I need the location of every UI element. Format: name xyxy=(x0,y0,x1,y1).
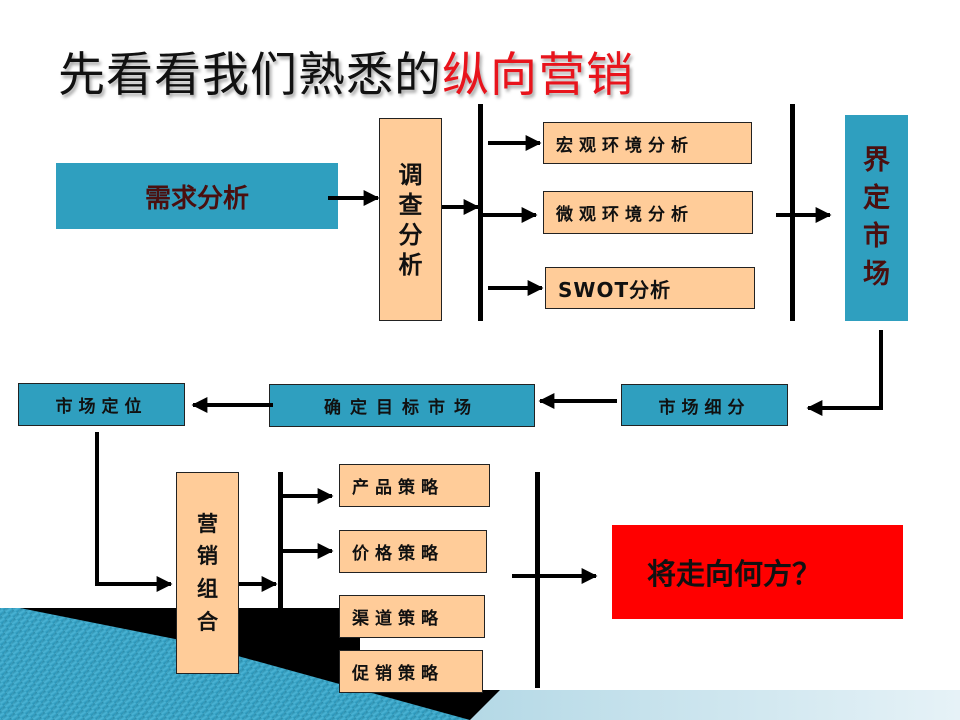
question-label: 将走向何方？ xyxy=(647,557,822,591)
swot-analysis-label: SWOT分析 xyxy=(558,277,672,302)
macro-environment-label: 宏观环境分析 xyxy=(556,135,694,156)
branch-bar-1 xyxy=(478,104,483,321)
product-strategy-label: 产品策略 xyxy=(352,478,444,498)
research-analysis-box: 调 查 分 析 xyxy=(379,118,442,321)
demand-analysis-box: 需求分析 xyxy=(56,163,338,229)
micro-environment-box: 微观环境分析 xyxy=(543,191,753,234)
light-band xyxy=(360,690,960,720)
marketing-mix-char: 销 xyxy=(197,543,218,569)
price-strategy-box: 价格策略 xyxy=(339,530,487,573)
research-char: 析 xyxy=(398,250,423,279)
product-strategy-box: 产品策略 xyxy=(339,464,490,507)
promotion-strategy-label: 促销策略 xyxy=(352,664,444,684)
marketing-mix-char: 营 xyxy=(197,510,218,536)
define-market-char: 市 xyxy=(863,221,890,252)
slide-title: 先看看我们熟悉的纵向营销 xyxy=(58,36,634,105)
market-positioning-box: 市场定位 xyxy=(18,383,185,426)
channel-strategy-box: 渠道策略 xyxy=(339,595,485,638)
price-strategy-label: 价格策略 xyxy=(352,544,444,564)
demand-analysis-label: 需求分析 xyxy=(144,183,249,214)
research-char: 调 xyxy=(398,160,423,189)
swot-analysis-box: SWOT分析 xyxy=(545,267,755,309)
research-char: 查 xyxy=(398,190,423,219)
market-segmentation-label: 市场细分 xyxy=(658,397,751,418)
channel-strategy-label: 渠道策略 xyxy=(352,609,444,629)
macro-environment-box: 宏观环境分析 xyxy=(543,122,752,164)
define-market-char: 界 xyxy=(863,145,890,177)
research-char: 分 xyxy=(398,220,423,249)
question-box: 将走向何方？ xyxy=(612,525,903,619)
define-market-char: 定 xyxy=(863,183,890,215)
title-black-part: 先看看我们熟悉的 xyxy=(58,48,442,103)
marketing-mix-box: 营 销 组 合 xyxy=(176,472,239,674)
define-market-box: 界 定 市 场 xyxy=(845,115,908,321)
market-segmentation-box: 市场细分 xyxy=(621,384,788,426)
title-red-part: 纵向营销 xyxy=(442,48,634,103)
branch-bar-2 xyxy=(278,472,283,608)
market-positioning-label: 市场定位 xyxy=(55,397,148,417)
merge-bar-1 xyxy=(790,104,795,321)
micro-environment-label: 微观环境分析 xyxy=(556,205,694,225)
target-market-label: 确定目标市场 xyxy=(324,398,480,418)
define-market-char: 场 xyxy=(863,258,890,290)
promotion-strategy-box: 促销策略 xyxy=(339,650,483,693)
merge-bar-2 xyxy=(535,472,540,688)
marketing-mix-char: 合 xyxy=(197,608,218,634)
target-market-box: 确定目标市场 xyxy=(269,384,535,427)
marketing-mix-char: 组 xyxy=(197,576,218,601)
